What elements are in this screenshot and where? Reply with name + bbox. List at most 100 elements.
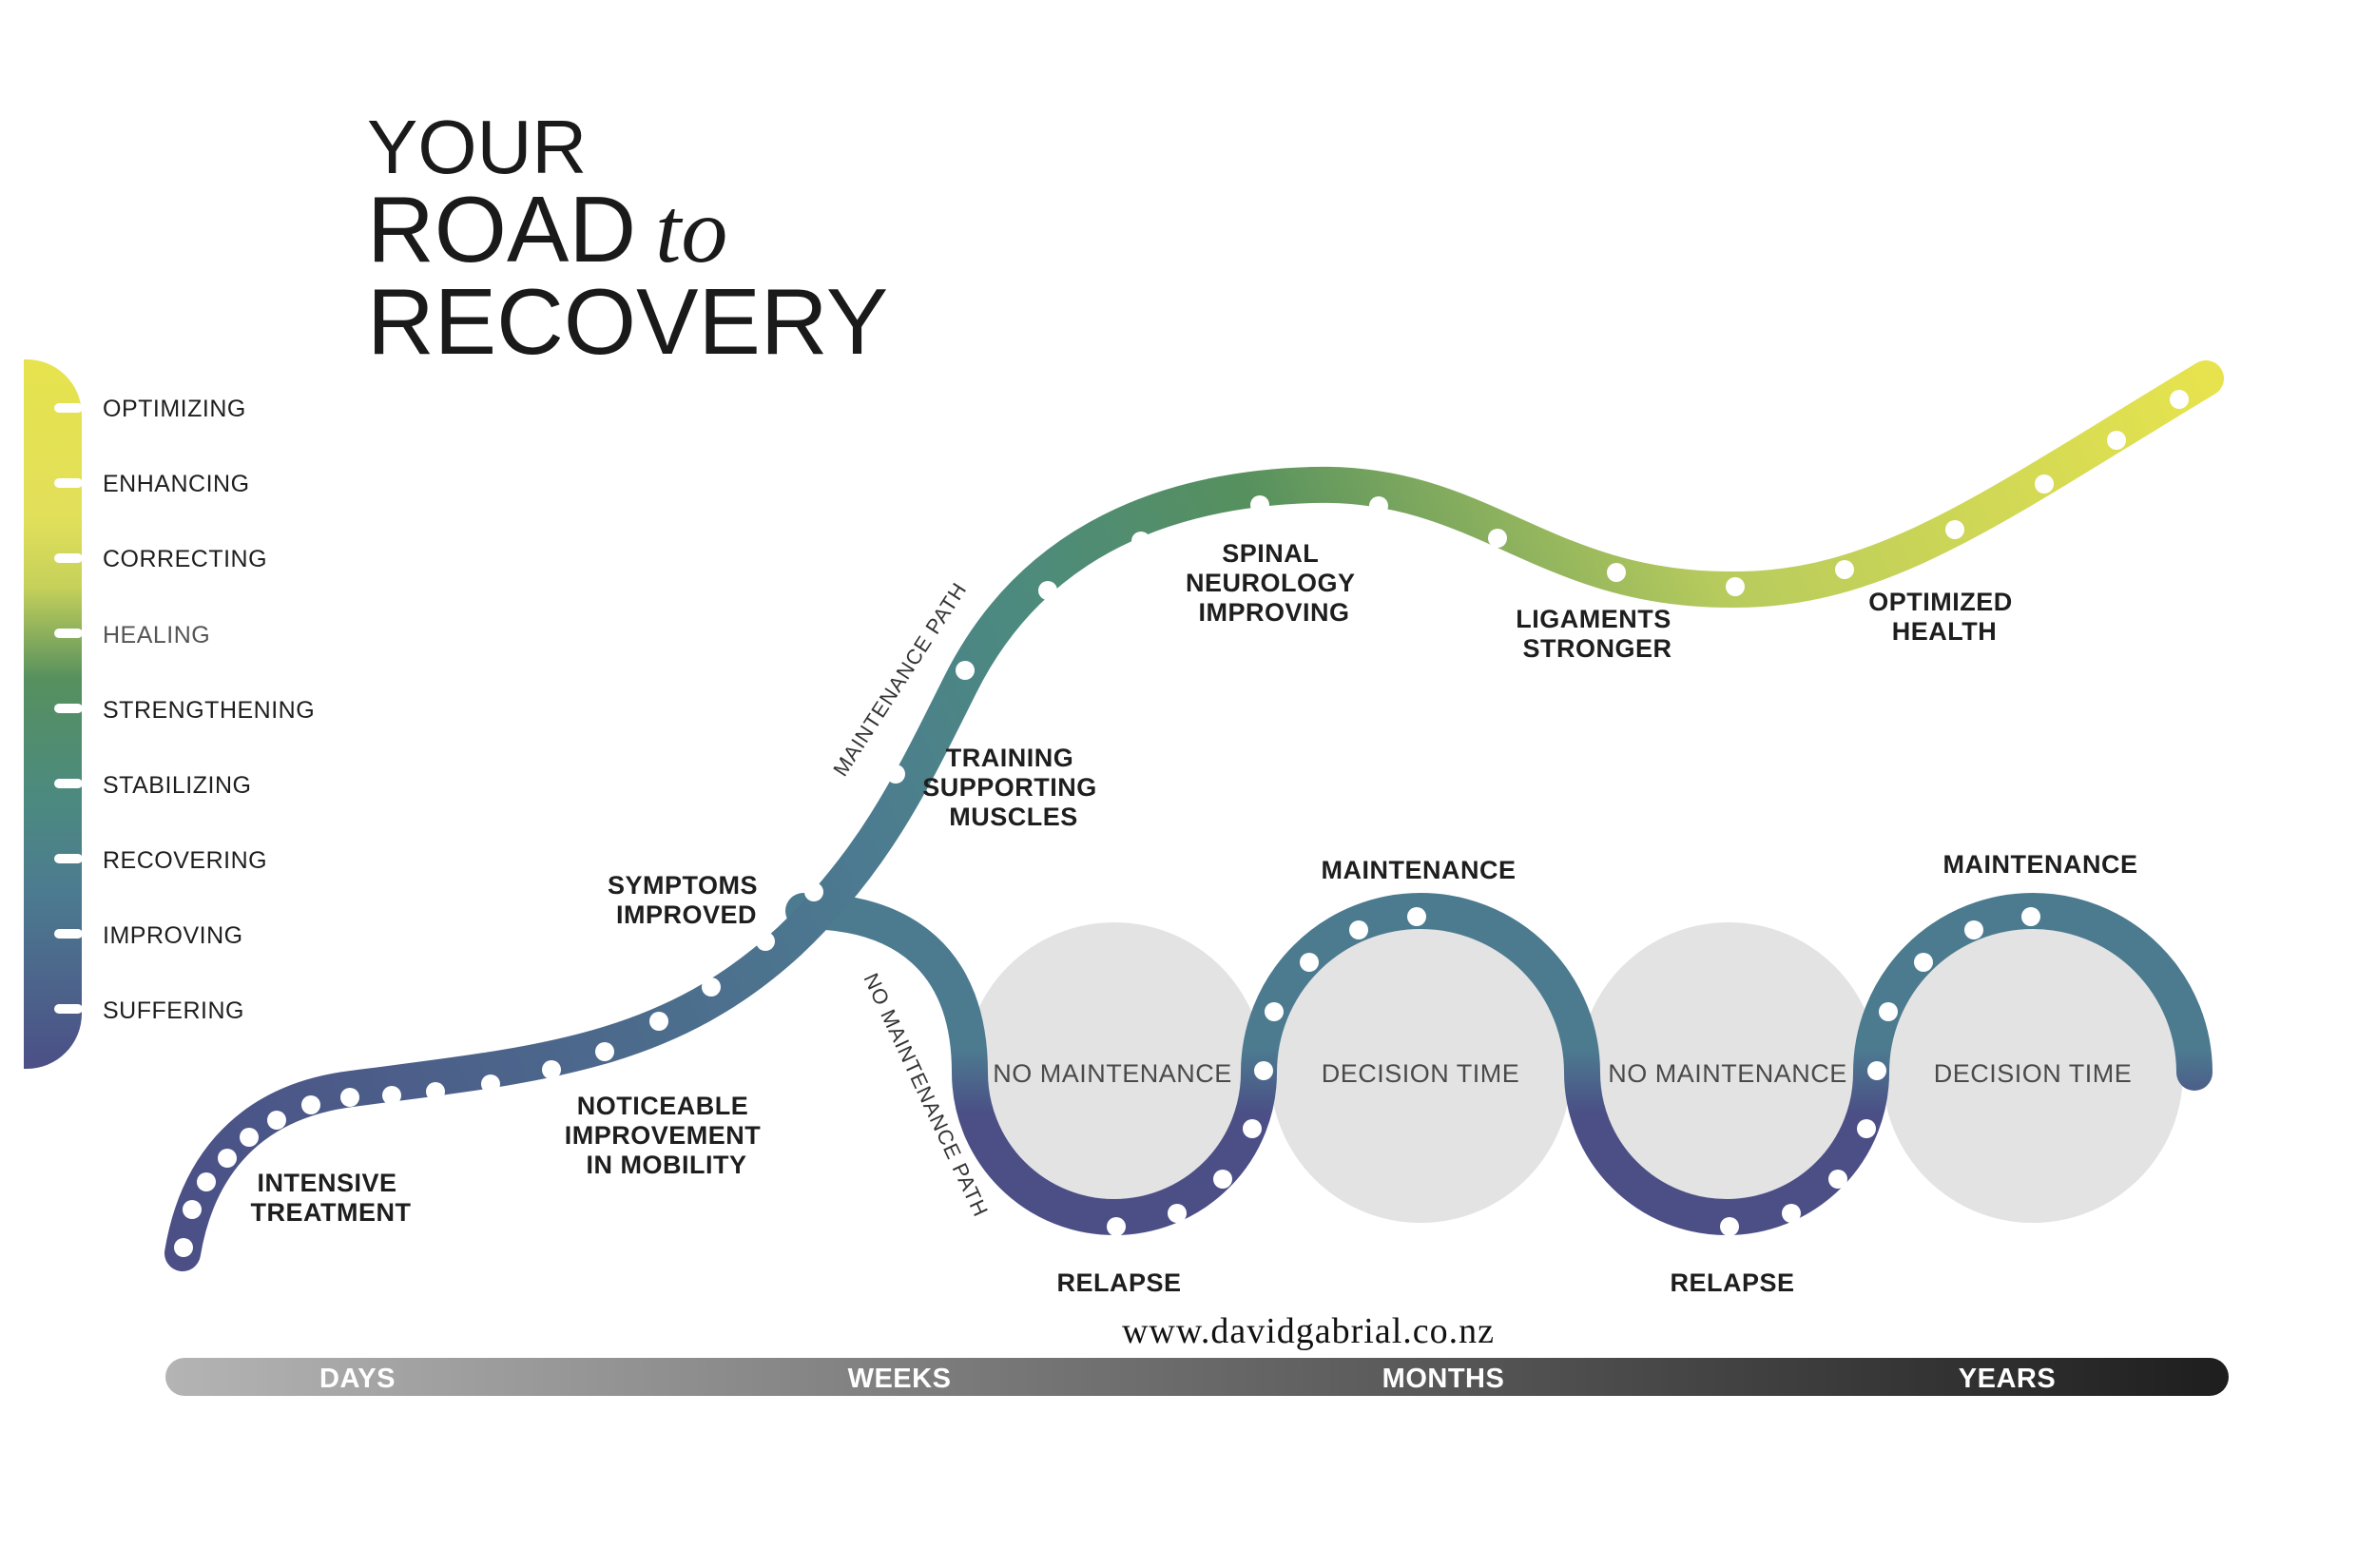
road-dot xyxy=(1879,1002,1898,1021)
road-dot xyxy=(1782,1204,1801,1223)
road-dot xyxy=(1857,1119,1876,1138)
road-dot xyxy=(2021,907,2040,926)
scale-label-enhancing: ENHANCING xyxy=(103,471,250,497)
road-dot xyxy=(1726,577,1745,596)
stage-intensive-treatment: INTENSIVE TREATMENT xyxy=(251,1169,412,1227)
timeline-years: YEARS xyxy=(1959,1364,2056,1394)
road-dot xyxy=(426,1082,445,1101)
road-dot xyxy=(2107,431,2126,450)
title-road: ROAD xyxy=(367,177,636,281)
scale-label-correcting: CORRECTING xyxy=(103,546,267,572)
scale-tick xyxy=(54,629,83,638)
scale-tick xyxy=(54,478,83,488)
scale-tick xyxy=(54,779,83,788)
road-dots xyxy=(174,390,2189,1257)
road-dot xyxy=(542,1060,561,1079)
road-dot xyxy=(649,1012,668,1031)
timeline-bar xyxy=(165,1358,2229,1396)
road-dot xyxy=(1488,529,1507,548)
road-dot xyxy=(1107,1217,1126,1236)
road-dot xyxy=(340,1088,359,1107)
main-recovery-road xyxy=(164,360,2224,1271)
decision-time-circle-2 xyxy=(1883,922,2183,1223)
timeline: DAYS WEEKS MONTHS YEARS xyxy=(165,1358,2229,1396)
stage-training-supporting-muscles: TRAINING SUPPORTING MUSCLES xyxy=(922,744,1105,831)
road-dot xyxy=(756,932,775,951)
timeline-months: MONTHS xyxy=(1382,1364,1505,1394)
road-dot xyxy=(1867,1061,1886,1080)
stage-spinal-neurology-improving: SPINAL NEUROLOGY IMPROVING xyxy=(1186,539,1362,627)
loop-labels: NO MAINTENANCE DECISION TIME NO MAINTENA… xyxy=(993,850,2137,1297)
stage-ligaments-stronger: LIGAMENTS STRONGER xyxy=(1516,605,1679,663)
scale-labels: OPTIMIZING ENHANCING CORRECTING HEALING … xyxy=(103,396,315,1024)
stage-labels: INTENSIVE TREATMENT NOTICEABLE IMPROVEME… xyxy=(251,539,2020,1227)
title-line-1: YOUR xyxy=(367,105,587,189)
road-dot xyxy=(218,1149,237,1168)
road-dot xyxy=(1265,1002,1284,1021)
website-url: www.davidgabrial.co.nz xyxy=(1122,1311,1495,1351)
decision-time-circle-1 xyxy=(1270,922,1571,1223)
road-dot xyxy=(2035,474,2054,494)
relapse-label-2: RELAPSE xyxy=(1670,1268,1794,1297)
road-dot xyxy=(1131,532,1150,551)
road-dot xyxy=(1945,520,1964,539)
no-maintenance-circle-2 xyxy=(1578,922,1879,1223)
loop-circles xyxy=(964,922,2183,1223)
road-dot xyxy=(1254,1061,1273,1080)
scale-label-suffering: SUFFERING xyxy=(103,997,244,1024)
road-dot xyxy=(1964,920,1983,939)
road-dot xyxy=(886,765,905,784)
scale-tick xyxy=(54,929,83,939)
recovery-scale: OPTIMIZING ENHANCING CORRECTING HEALING … xyxy=(24,359,315,1069)
road-dot xyxy=(1038,581,1057,600)
road-dot xyxy=(1407,907,1426,926)
scale-label-recovering: RECOVERING xyxy=(103,847,267,874)
title-to: to xyxy=(655,180,727,282)
road-dot xyxy=(174,1238,193,1257)
stage-optimized-health: OPTIMIZED HEALTH xyxy=(1868,588,2020,646)
road-dot xyxy=(1835,560,1854,579)
scale-tick xyxy=(54,1004,83,1014)
title-line-3: RECOVERY xyxy=(367,269,888,374)
scale-tick xyxy=(54,403,83,413)
road-dot xyxy=(1369,496,1388,515)
road-dot xyxy=(267,1111,286,1130)
stage-symptoms-improved: SYMPTOMS IMPROVED xyxy=(608,871,765,929)
road-dot xyxy=(2170,390,2189,409)
road-dot xyxy=(1349,920,1368,939)
decision-time-label-1: DECISION TIME xyxy=(1322,1059,1520,1088)
road-dot xyxy=(595,1042,614,1061)
no-maintenance-label-2: NO MAINTENANCE xyxy=(1608,1059,1847,1088)
road-dot xyxy=(1720,1217,1739,1236)
stage-noticeable-improvement: NOTICEABLE IMPROVEMENT IN MOBILITY xyxy=(565,1092,769,1179)
decision-time-label-2: DECISION TIME xyxy=(1934,1059,2133,1088)
maintenance-label-1: MAINTENANCE xyxy=(1322,856,1517,884)
road-dot xyxy=(183,1200,202,1219)
road-dot xyxy=(804,882,823,901)
no-maintenance-circle-1 xyxy=(964,922,1265,1223)
road-dot xyxy=(1250,495,1269,514)
road-dot xyxy=(1213,1170,1232,1189)
scale-bar xyxy=(24,359,82,1069)
road-dot xyxy=(481,1074,500,1094)
road-dot xyxy=(240,1128,259,1147)
no-maintenance-label-1: NO MAINTENANCE xyxy=(993,1059,1232,1088)
scale-label-improving: IMPROVING xyxy=(103,922,243,949)
scale-ticks xyxy=(54,403,83,1014)
timeline-days: DAYS xyxy=(319,1364,396,1394)
road-dot xyxy=(956,661,975,680)
relapse-label-1: RELAPSE xyxy=(1056,1268,1181,1297)
scale-label-healing: HEALING xyxy=(103,622,210,648)
scale-label-optimizing: OPTIMIZING xyxy=(103,396,246,422)
scale-tick xyxy=(54,854,83,863)
road-dot xyxy=(1828,1170,1847,1189)
road-dot xyxy=(1300,953,1319,972)
road-dot xyxy=(702,978,721,997)
road-dot xyxy=(197,1172,216,1191)
scale-tick xyxy=(54,704,83,713)
road-dot xyxy=(1243,1119,1262,1138)
road-dot xyxy=(1607,563,1626,582)
